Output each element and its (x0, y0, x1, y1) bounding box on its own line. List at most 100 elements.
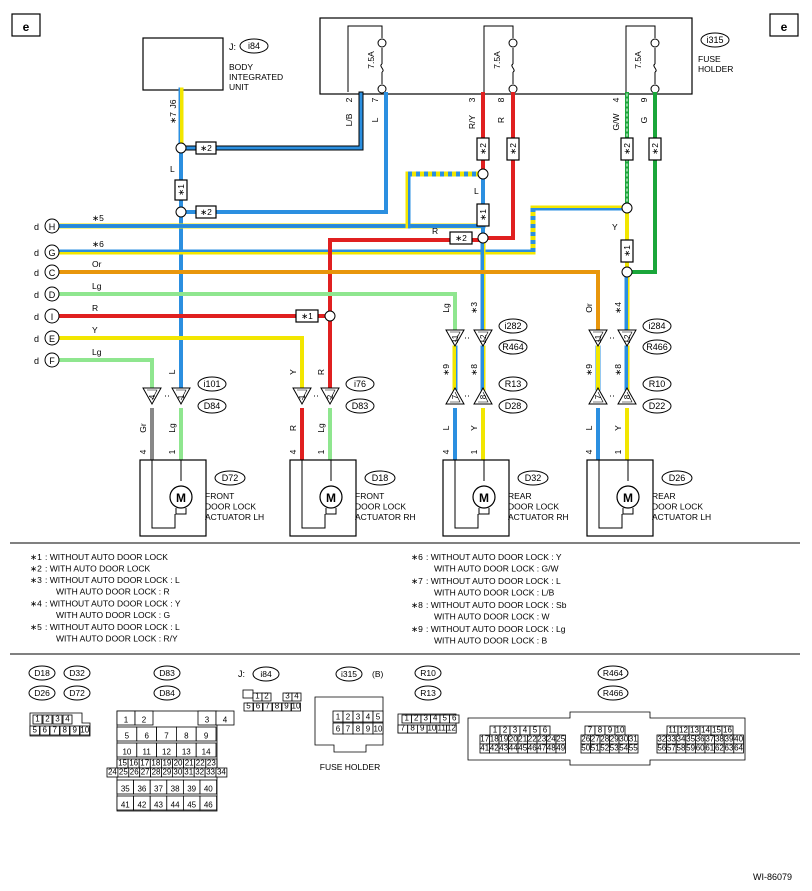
wire-r-front-rh (328, 238, 485, 390)
svg-text:40: 40 (734, 735, 743, 744)
svg-text:1: 1 (255, 692, 260, 701)
svg-text:15: 15 (712, 726, 721, 735)
svg-text:R: R (496, 117, 506, 123)
svg-text:3: 3 (205, 716, 210, 725)
svg-text:∗2: ∗2 (200, 207, 212, 217)
svg-text:1: 1 (35, 715, 40, 724)
svg-text:FUSE HOLDER: FUSE HOLDER (320, 762, 380, 772)
svg-text:I: I (51, 312, 54, 322)
corner-marker-right (769, 13, 799, 37)
svg-text:L: L (370, 117, 380, 122)
svg-text:35: 35 (686, 735, 695, 744)
svg-text:20: 20 (174, 759, 183, 768)
svg-text:∗8: ∗8 (469, 364, 479, 376)
svg-text:29: 29 (162, 768, 171, 777)
svg-text:3: 3 (424, 714, 429, 723)
svg-text:i84: i84 (260, 669, 272, 679)
svg-text:D84: D84 (159, 688, 175, 698)
svg-text:E: E (49, 334, 55, 344)
notes: ∗1: WITHOUT AUTO DOOR LOCK∗2: WITH AUTO … (30, 552, 567, 646)
note-line: : WITHOUT AUTO DOOR LOCK : L (45, 575, 180, 585)
svg-text:J:: J: (238, 669, 245, 679)
svg-text:5: 5 (443, 714, 448, 723)
svg-text:∗2: ∗2 (455, 233, 467, 243)
svg-text:42: 42 (137, 801, 146, 810)
note-line: : WITHOUT AUTO DOOR LOCK : L (426, 576, 561, 586)
svg-text:∗1: ∗1 (301, 311, 313, 321)
svg-text:43: 43 (154, 801, 163, 810)
svg-text:1: 1 (613, 449, 623, 454)
svg-text:59: 59 (686, 744, 695, 753)
svg-text:∗2: ∗2 (650, 143, 660, 155)
svg-text:DOOR LOCK: DOOR LOCK (508, 502, 559, 512)
svg-text:7: 7 (451, 394, 460, 399)
svg-text:H: H (49, 222, 56, 232)
svg-text:8: 8 (63, 726, 68, 735)
svg-text:Lg: Lg (316, 423, 326, 433)
svg-text:3: 3 (513, 726, 518, 735)
svg-text:i282: i282 (504, 321, 521, 331)
svg-text:61: 61 (705, 744, 714, 753)
svg-text:R466: R466 (646, 342, 668, 352)
svg-text:10: 10 (427, 724, 436, 733)
svg-text:4: 4 (288, 449, 298, 454)
svg-text:53: 53 (610, 744, 619, 753)
svg-text:∗1: ∗1 (622, 245, 632, 257)
note-line: : WITHOUT AUTO DOOR LOCK : L (45, 622, 180, 632)
svg-text:G: G (639, 117, 649, 124)
svg-text:62: 62 (715, 744, 724, 753)
svg-text:6: 6 (256, 702, 261, 711)
body-integrated-unit-box (142, 37, 224, 91)
svg-text:11: 11 (594, 334, 603, 343)
svg-text:37: 37 (154, 785, 163, 794)
svg-text:7: 7 (594, 394, 603, 399)
svg-text:∗2: ∗2 (478, 143, 488, 155)
svg-text:10: 10 (122, 748, 131, 757)
note-line: WITH AUTO DOOR LOCK : R/Y (56, 634, 178, 644)
svg-text:Y: Y (469, 425, 479, 431)
note-line: : WITH AUTO DOOR LOCK (45, 564, 150, 574)
wire-lb-outline (178, 91, 364, 151)
wire-l-fuse (179, 92, 388, 214)
svg-text:45: 45 (187, 801, 196, 810)
svg-text:11: 11 (451, 334, 460, 343)
fuse-holder-id-oval (700, 32, 730, 48)
svg-text:D84: D84 (204, 401, 221, 411)
note-line: ∗7 (411, 576, 423, 586)
svg-text:30: 30 (619, 735, 628, 744)
svg-text:7: 7 (164, 732, 169, 741)
wire-or (58, 270, 600, 332)
svg-text:10: 10 (616, 726, 625, 735)
svg-text:i284: i284 (648, 321, 665, 331)
svg-text:8: 8 (479, 394, 488, 399)
note-line: ∗9 (411, 624, 423, 634)
svg-text:36: 36 (696, 735, 705, 744)
svg-text:∗3: ∗3 (469, 302, 479, 314)
svg-text:DOOR LOCK: DOOR LOCK (652, 502, 703, 512)
connector-pin (320, 387, 340, 406)
svg-text:14: 14 (701, 726, 710, 735)
svg-text:3: 3 (55, 715, 60, 724)
corner-label-left: e (23, 20, 30, 34)
svg-text:ACTUATOR LH: ACTUATOR LH (205, 512, 264, 522)
svg-text:1: 1 (336, 713, 341, 722)
svg-text:L/B: L/B (344, 113, 354, 126)
svg-text:25: 25 (556, 735, 565, 744)
svg-text:19: 19 (162, 759, 171, 768)
svg-text:d: d (34, 334, 39, 344)
svg-text:d: d (34, 268, 39, 278)
svg-text:7: 7 (401, 724, 406, 733)
svg-text:43: 43 (499, 744, 508, 753)
svg-text:40: 40 (204, 785, 213, 794)
svg-text:1: 1 (167, 449, 177, 454)
note-line: WITH AUTO DOOR LOCK : G (56, 610, 170, 620)
svg-text:33: 33 (206, 768, 215, 777)
svg-text:d: d (34, 248, 39, 258)
svg-text:R464: R464 (603, 668, 624, 678)
svg-text:9: 9 (73, 726, 78, 735)
svg-text:1: 1 (469, 449, 479, 454)
svg-text:9: 9 (639, 97, 649, 102)
